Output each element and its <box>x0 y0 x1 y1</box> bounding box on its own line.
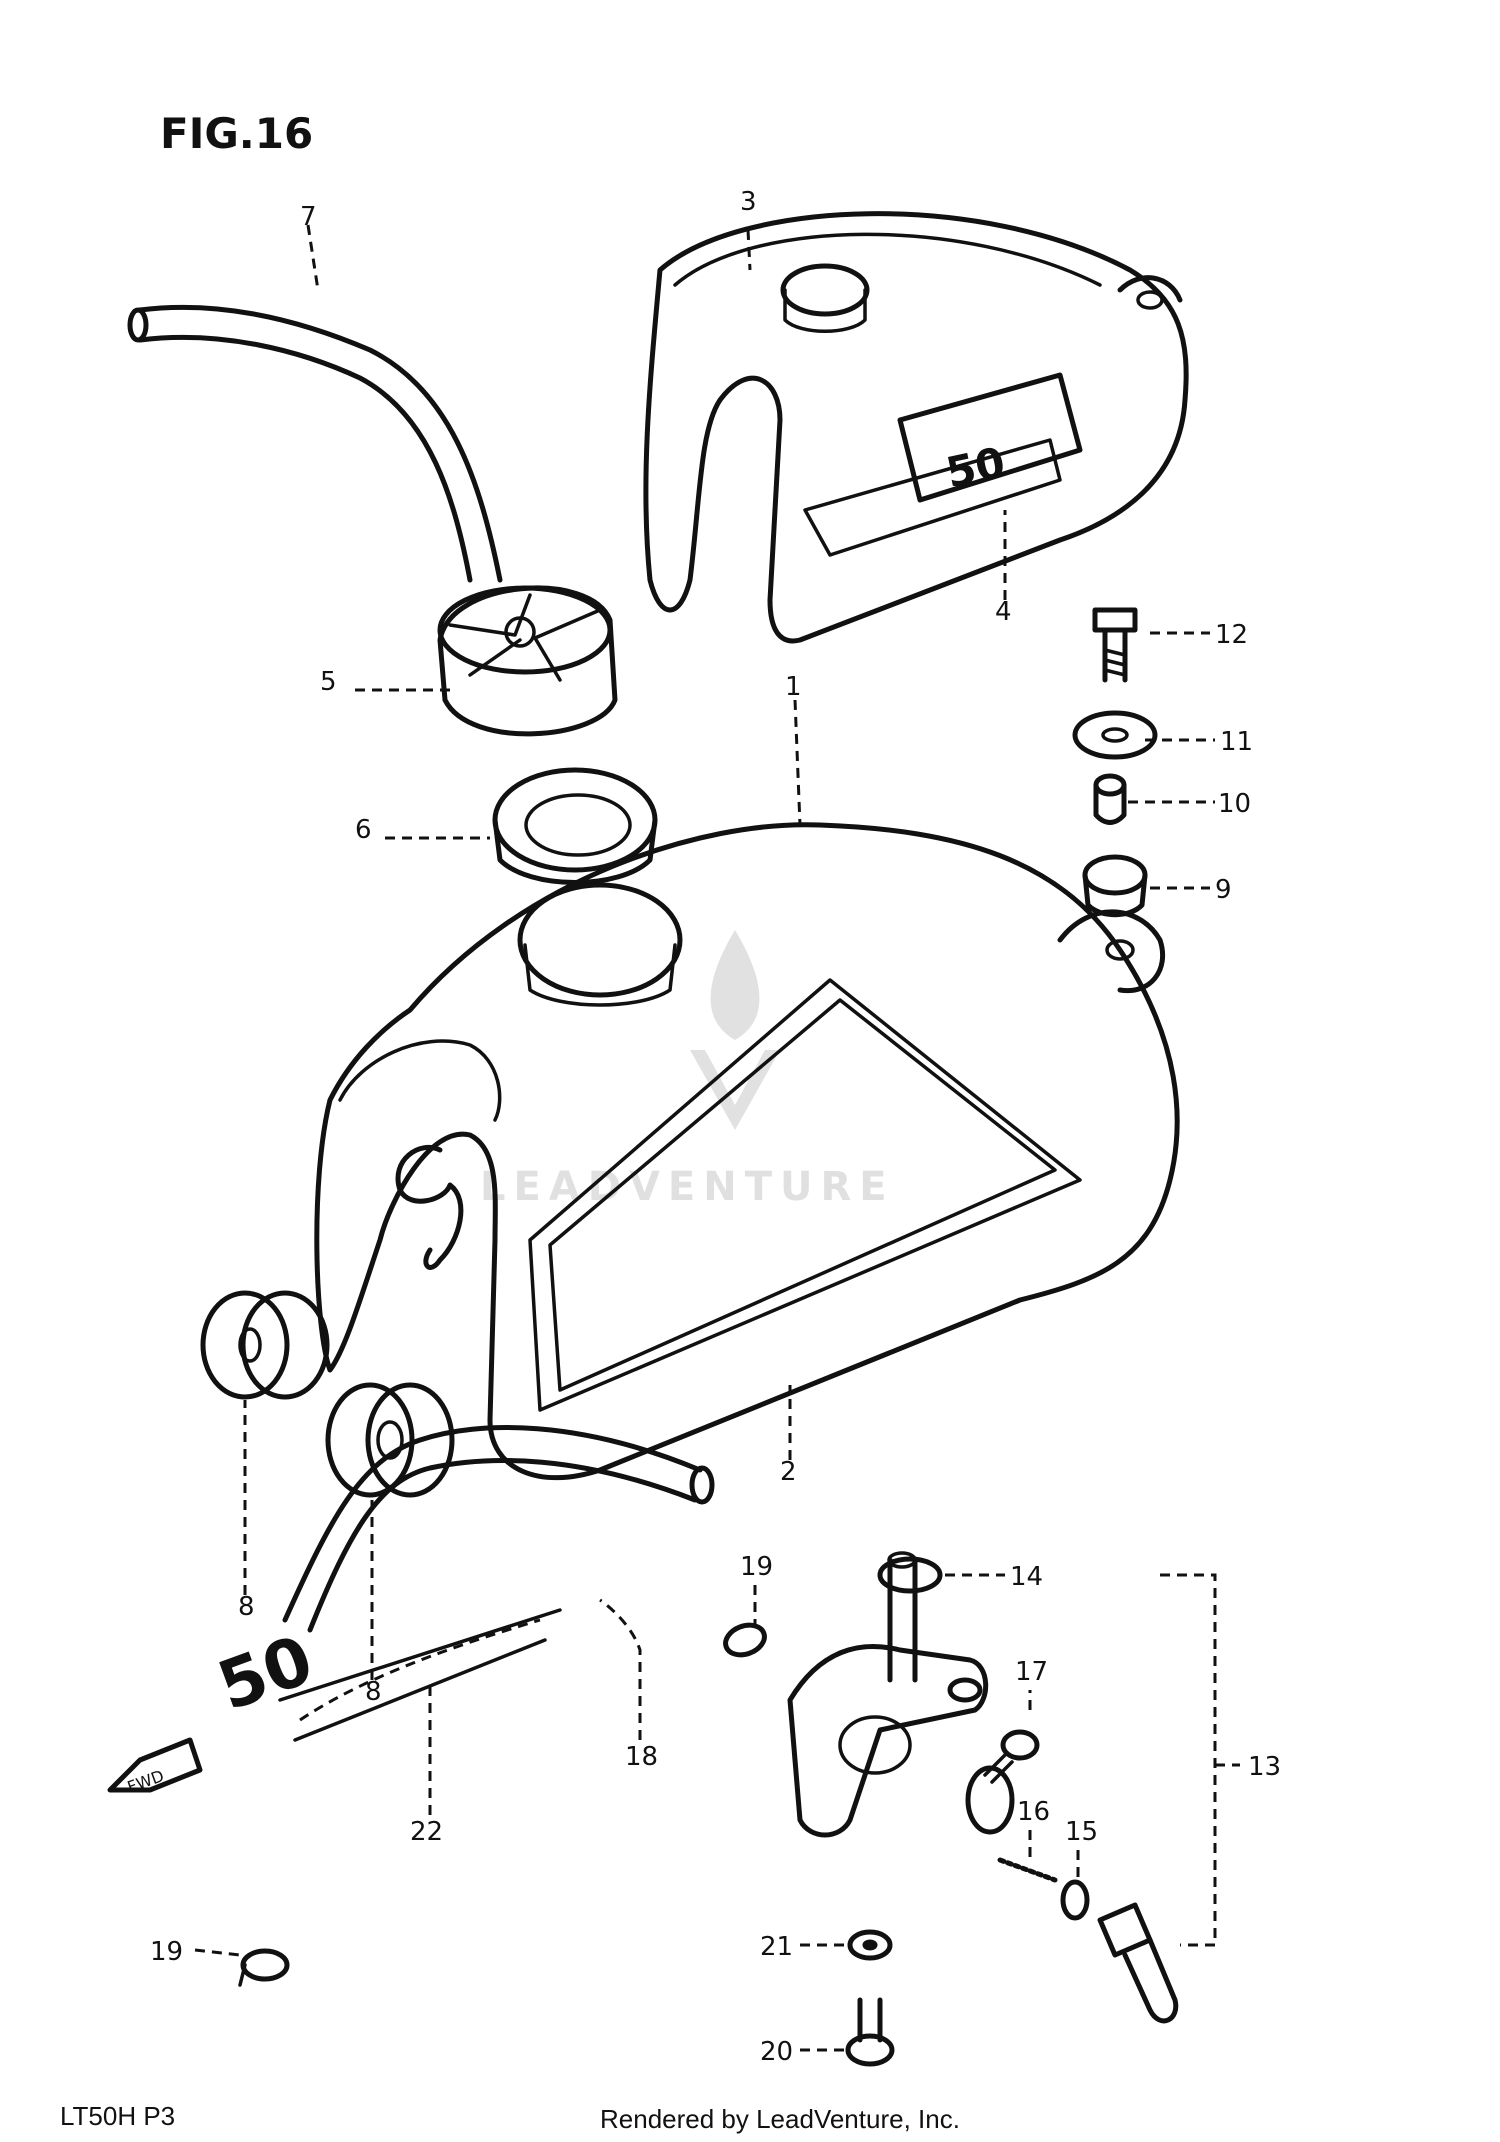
tank-cushion-left <box>200 1290 330 1400</box>
nut-21 <box>847 1929 893 1961</box>
fuel-cap <box>437 585 618 737</box>
callout-16: 16 <box>1017 1797 1050 1827</box>
leadventure-watermark: LEADVENTURE <box>480 930 895 1210</box>
collar-10 <box>1093 773 1127 825</box>
hose-clamp-lower <box>238 1948 290 1987</box>
drain-screw-20 <box>845 1997 895 2067</box>
fwd-arrow-icon: FWD <box>107 1737 203 1797</box>
callout-1: 1 <box>785 672 802 702</box>
callout-10: 10 <box>1218 789 1251 819</box>
callout-7: 7 <box>300 202 317 232</box>
screw-17 <box>983 1729 1040 1784</box>
callout-14: 14 <box>1010 1562 1043 1592</box>
callout-12: 12 <box>1215 620 1248 650</box>
callout-6: 6 <box>355 815 372 845</box>
figure-title: FIG.16 <box>160 109 313 158</box>
cap-gasket <box>492 767 658 885</box>
model-code: LT50H P3 <box>60 2101 175 2131</box>
callout-17: 17 <box>1015 1657 1048 1687</box>
tank-cover: 50 <box>643 211 1189 644</box>
strainer-seal <box>877 1556 943 1594</box>
callout-8b: 8 <box>365 1677 382 1707</box>
spring-16 <box>997 1857 1058 1883</box>
credit-text: Rendered by LeadVenture, Inc. <box>600 2104 960 2134</box>
callout-13: 13 <box>1248 1752 1281 1782</box>
cover-decal-50: 50 <box>942 438 1009 498</box>
breather-hose <box>127 304 503 583</box>
tank-decal-50: 50 <box>208 1621 323 1726</box>
callout-11: 11 <box>1220 727 1253 757</box>
callout-4: 4 <box>995 597 1012 627</box>
callout-15: 15 <box>1065 1817 1098 1847</box>
callout-8a: 8 <box>238 1592 255 1622</box>
callout-22: 22 <box>410 1817 443 1847</box>
bolt-12 <box>1092 607 1138 683</box>
o-ring-15 <box>1060 1879 1090 1921</box>
fuel-cock-lever <box>1097 1902 1179 2024</box>
callout-20: 20 <box>760 2037 793 2067</box>
hose-clamp-upper <box>723 1622 767 1658</box>
protector-spring <box>278 1608 562 1742</box>
callout-19b: 19 <box>150 1937 183 1967</box>
tank-cushion-right <box>325 1382 455 1498</box>
svg-text:LEADVENTURE: LEADVENTURE <box>480 1164 895 1210</box>
fuel-hose <box>282 1425 715 1633</box>
grommet-9 <box>1082 854 1148 918</box>
callout-2: 2 <box>780 1457 797 1487</box>
callout-5: 5 <box>320 667 337 697</box>
callout-labels: 1 2 3 4 5 6 7 8 8 9 10 11 12 13 14 15 16… <box>150 187 1281 2067</box>
callout-9: 9 <box>1215 875 1232 905</box>
callout-3: 3 <box>740 187 757 217</box>
washer-11 <box>1072 710 1158 760</box>
callout-19a: 19 <box>740 1552 773 1582</box>
leader-lines <box>194 224 1240 2052</box>
callout-21: 21 <box>760 1932 793 1962</box>
callout-18: 18 <box>625 1742 658 1772</box>
fuel-cock <box>787 1551 1015 1838</box>
